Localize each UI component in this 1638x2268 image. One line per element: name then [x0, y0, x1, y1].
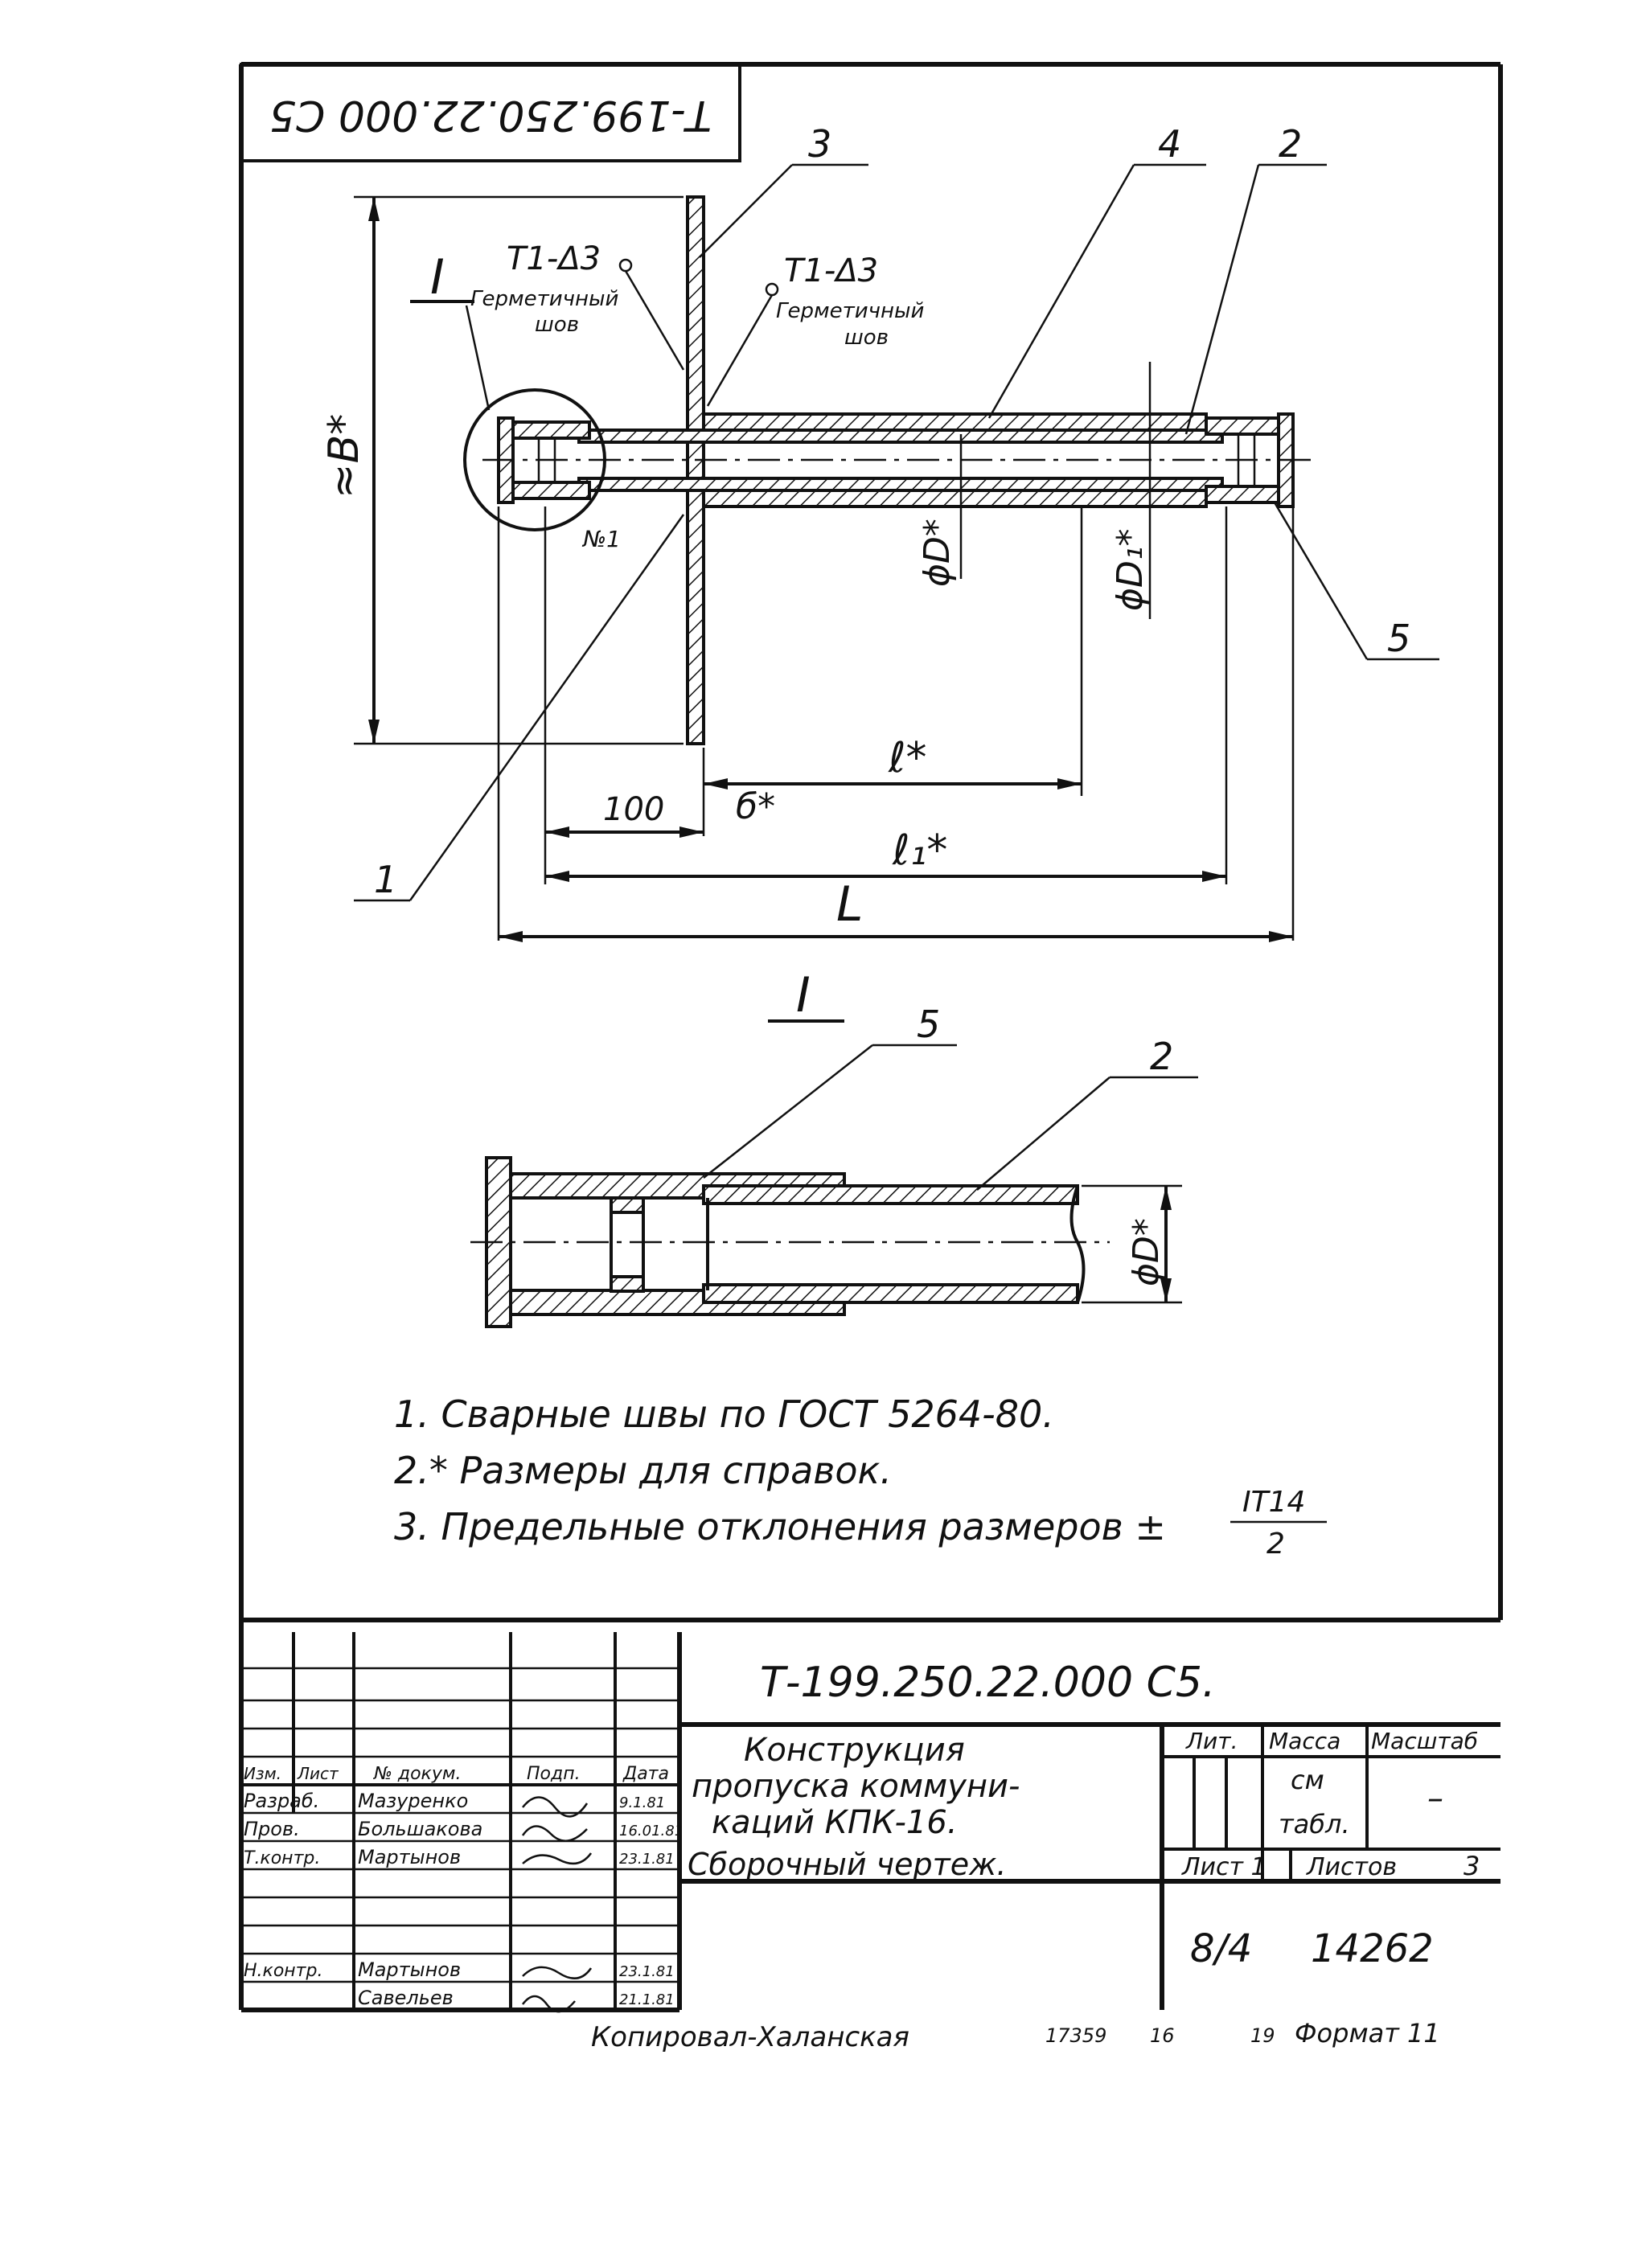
dim-100-label: 100 — [603, 791, 664, 828]
role-label: Т.контр. — [244, 1848, 320, 1868]
doc-type: Сборочный чертеж. — [688, 1847, 1006, 1882]
detail-view: I ϕD* 5 2 — [470, 967, 1198, 1328]
mass-value-2: табл. — [1279, 1809, 1350, 1839]
role-label: Пров. — [244, 1818, 300, 1840]
role-label: Н.контр. — [244, 1961, 322, 1981]
detail-callout-2: 2 — [1150, 1035, 1173, 1078]
role-date: 23.1.81 — [619, 1963, 675, 1980]
item-mark: №1 — [581, 526, 621, 552]
dim-l1-label: ℓ₁* — [892, 826, 947, 875]
drawing-name-line2: пропуска комму­ни- — [692, 1768, 1020, 1805]
note-3-denominator: 2 — [1266, 1528, 1285, 1561]
footer-n2: 19 — [1250, 2024, 1275, 2047]
signature — [522, 1995, 576, 2013]
weld-left-symbol: Т1-Δ3 — [507, 240, 601, 277]
wall-plate — [686, 195, 705, 745]
footer-format: Формат 11 — [1295, 2018, 1440, 2049]
role-name: Савельев — [358, 1987, 454, 2009]
scale-value: – — [1427, 1780, 1443, 1817]
role-date: 21.1.81 — [619, 1991, 675, 2008]
dim-l-label: ℓ* — [888, 734, 926, 782]
designation: Т-199.250.22.000 С5. — [760, 1659, 1216, 1707]
main-view: ≈В* ϕD* ϕD₁* ℓ* 100 б* ℓ₁* L — [320, 122, 1439, 942]
sheet-label: Лист 1 — [1181, 1853, 1266, 1881]
dim-height-label: ≈В* — [320, 414, 368, 498]
left-sleeve-top — [511, 420, 591, 440]
drawing-name-line1: Конструкция — [744, 1732, 965, 1769]
note-3-numerator: IT14 — [1242, 1486, 1305, 1519]
footer: Копировал-Халанская 17359 16 19 Формат 1… — [591, 2018, 1440, 2053]
note-2: 2.* Размеры для справок. — [394, 1449, 892, 1492]
outer-pipe-top — [702, 412, 1208, 432]
role-date: 23.1.81 — [619, 1851, 675, 1868]
callout-1: 1 — [374, 858, 397, 901]
weld-right-label1: Герметичный — [776, 299, 924, 323]
order-number: 17359 — [1045, 2024, 1106, 2047]
right-sleeve-top — [1205, 416, 1280, 436]
weld-right-label2: шов — [844, 326, 889, 350]
signature — [522, 1796, 589, 1818]
role-row: Т.контр. Мартынов 23.1.81 — [244, 1846, 675, 1868]
role-name: Мартынов — [358, 1958, 461, 1981]
inner-pipe-top — [577, 429, 1224, 444]
dim-L-label: L — [836, 876, 863, 933]
sheets-label: Листов — [1306, 1853, 1397, 1881]
corner-stamp-text: Т-199.250.22.000 С5 — [269, 91, 712, 139]
role-row: Н.контр. Мартынов 23.1.81 — [244, 1958, 675, 1981]
right-sleeve-bottom — [1205, 485, 1280, 504]
role-row: Савельев 21.1.81 — [358, 1987, 675, 2013]
col-header-list: Лист — [297, 1764, 339, 1783]
notes: 1. Сварные швы по ГОСТ 5264-80. 2.* Разм… — [394, 1392, 1327, 1561]
detail-title: I — [796, 967, 811, 1023]
sheet-frame — [239, 62, 1503, 2010]
col-header-doc: № докум. — [373, 1764, 461, 1784]
inner-pipe-bottom — [577, 477, 1224, 492]
col-header-izm: Изм. — [244, 1764, 281, 1783]
org-number: 14262 — [1311, 1926, 1434, 1971]
role-name: Большакова — [358, 1818, 482, 1840]
dim-b-label: б* — [736, 786, 775, 827]
callout-2: 2 — [1279, 122, 1302, 166]
weld-left-label2: шов — [535, 313, 579, 337]
sheets-value: 3 — [1464, 1851, 1480, 1881]
callout-5: 5 — [1387, 617, 1410, 660]
section-mark-I: I — [430, 249, 445, 306]
title-block: Изм. Лист № докум. Подп. Дата Разраб. Ма… — [241, 1618, 1500, 2013]
detail-callout-5: 5 — [917, 1003, 940, 1046]
role-label: Разраб. — [244, 1790, 319, 1812]
weld-left-label1: Герметичный — [470, 287, 618, 311]
copied-by: Копировал-Халанская — [591, 2021, 909, 2053]
role-date: 9.1.81 — [619, 1794, 665, 1811]
signature — [521, 1825, 588, 1842]
note-1: 1. Сварные швы по ГОСТ 5264-80. — [394, 1392, 1054, 1436]
left-sleeve-bottom — [511, 481, 591, 500]
corner-stamp: Т-199.250.22.000 С5 — [240, 63, 741, 162]
col-header-date: Дата — [622, 1764, 669, 1784]
outer-pipe-bottom — [702, 489, 1208, 508]
drawing-name-line3: каций КПК-16. — [712, 1804, 958, 1841]
callout-3: 3 — [808, 122, 831, 166]
role-date: 16.01.81 — [619, 1823, 684, 1839]
dim-D1-label: ϕD₁* — [1110, 528, 1151, 611]
weld-right-symbol: Т1-Δ3 — [784, 252, 878, 289]
signature — [522, 1966, 593, 1979]
col-header-sign: Подп. — [527, 1764, 581, 1784]
mass-value-1: см — [1291, 1765, 1324, 1795]
role-name: Мартынов — [358, 1846, 461, 1868]
note-3: 3. Предельные отклонения размеров ± — [394, 1505, 1166, 1548]
detail-circle — [463, 388, 606, 531]
role-row: Пров. Большакова 16.01.81 — [244, 1818, 684, 1842]
signature — [522, 1852, 593, 1865]
mass-header: Масса — [1269, 1728, 1340, 1754]
org: 8/4 — [1190, 1926, 1252, 1971]
footer-n1: 16 — [1150, 2024, 1175, 2047]
dim-D-label: ϕD* — [917, 519, 958, 587]
detail-dim-D: ϕD* — [1126, 1218, 1167, 1286]
callout-4: 4 — [1158, 122, 1181, 166]
scale-header: Масштаб — [1371, 1728, 1478, 1754]
role-name: Мазуренко — [358, 1790, 468, 1812]
role-row: Разраб. Мазуренко 9.1.81 — [244, 1790, 665, 1818]
lit-header: Лит. — [1185, 1728, 1238, 1754]
